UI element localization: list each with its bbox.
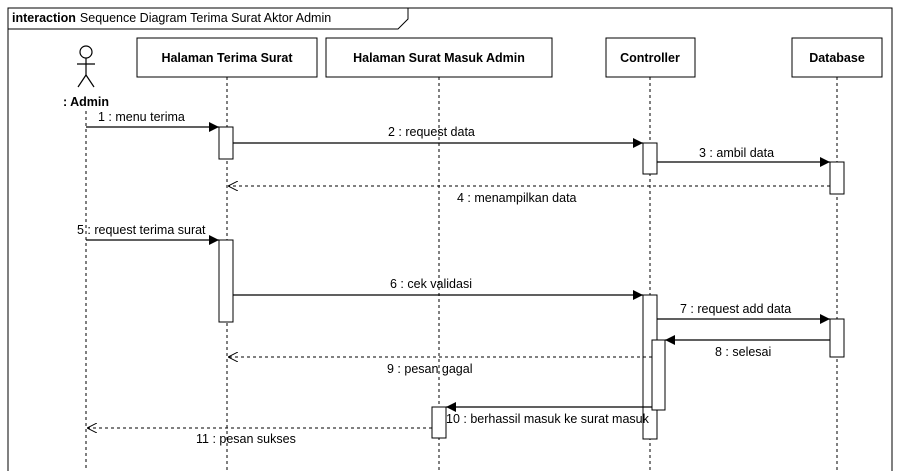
activation-bars [218, 126, 845, 440]
message-label: 10 : berhassil masuk ke surat masuk [446, 412, 650, 426]
lifeline-label-admin: : Admin [63, 95, 109, 109]
message-label: 1 : menu terima [98, 110, 185, 124]
actor-icon [77, 45, 95, 88]
lifeline-label-halaman-terima-surat: Halaman Terima Surat [161, 51, 293, 65]
activation-bar [829, 318, 845, 358]
message-4[interactable]: 4 : menampilkan data [228, 186, 830, 205]
activation-bar [218, 126, 234, 160]
interaction-frame: interaction Sequence Diagram Terima Surat… [7, 7, 893, 476]
lifeline-label-database: Database [809, 51, 865, 65]
message-6[interactable]: 6 : cek validasi [233, 277, 643, 300]
message-label: 5 : request terima surat [77, 223, 206, 237]
activation-bar [218, 239, 234, 323]
message-11[interactable]: 11 : pesan sukses [87, 428, 432, 446]
lifeline-box-controller [605, 37, 696, 78]
lifeline-admin[interactable]: : Admin [63, 45, 109, 471]
frame-title: Sequence Diagram Terima Surat Aktor Admi… [80, 11, 331, 25]
message-5[interactable]: 5 : request terima surat [77, 223, 219, 245]
lifeline-box-halaman-surat-masuk-admin [325, 37, 553, 78]
message-9[interactable]: 9 : pesan gagal [228, 357, 652, 376]
message-label: 3 : ambil data [699, 146, 774, 160]
message-label: 4 : menampilkan data [457, 191, 577, 205]
activation-bar [431, 406, 447, 439]
activation-bar [651, 339, 666, 411]
message-label: 9 : pesan gagal [387, 362, 473, 376]
message-label: 7 : request add data [680, 302, 791, 316]
lifeline-label-halaman-surat-masuk-admin: Halaman Surat Masuk Admin [353, 51, 525, 65]
message-1[interactable]: 1 : menu terima [86, 110, 219, 132]
lifeline-halaman-surat-masuk-admin[interactable]: Halaman Surat Masuk Admin [325, 37, 553, 471]
lifeline-controller[interactable]: Controller [605, 37, 696, 471]
message-7[interactable]: 7 : request add data [657, 302, 830, 324]
message-label: 6 : cek validasi [390, 277, 472, 291]
message-label: 11 : pesan sukses [196, 432, 296, 446]
activation-bar [642, 142, 658, 175]
message-label: 8 : selesai [715, 345, 771, 359]
lifeline-label-controller: Controller [620, 51, 680, 65]
message-3[interactable]: 3 : ambil data [657, 146, 830, 167]
message-label: 2 : request data [388, 125, 475, 139]
lifeline-database[interactable]: Database [791, 37, 883, 471]
message-8[interactable]: 8 : selesai [665, 335, 830, 359]
message-10[interactable]: 10 : berhassil masuk ke surat masuk [446, 402, 652, 426]
activation-bar [829, 161, 845, 195]
frame-keyword: interaction [12, 11, 76, 25]
lifeline-halaman-terima-surat[interactable]: Halaman Terima Surat [136, 37, 318, 471]
lifeline-box-database [791, 37, 883, 78]
message-2[interactable]: 2 : request data [233, 125, 643, 148]
